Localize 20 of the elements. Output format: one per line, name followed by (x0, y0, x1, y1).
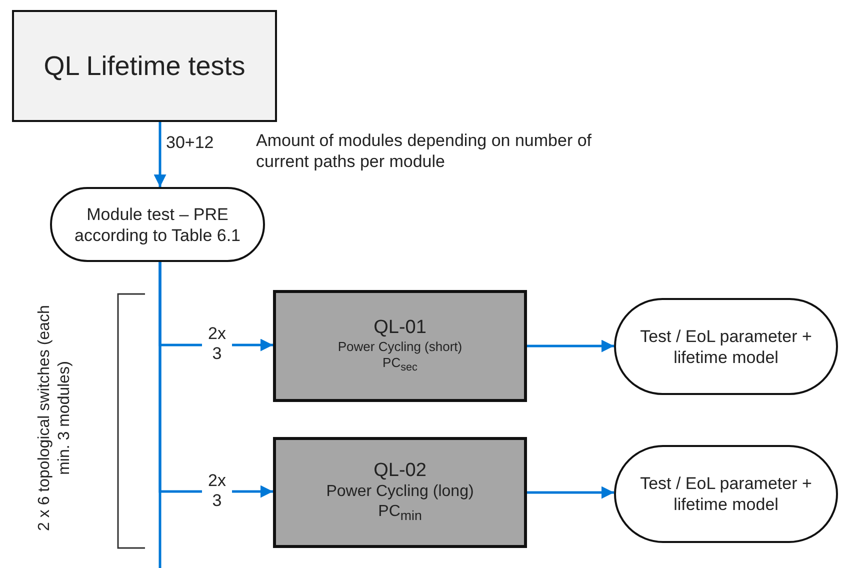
arrow (154, 122, 166, 187)
node-text: Module test – PRE according to Table 6.1 (73, 204, 242, 246)
process-box (12, 10, 277, 122)
node-text: Test / EoL parameter + lifetime model (639, 473, 813, 515)
bracket-label: 2 x 6 topological switches (each min. 3 modules) (35, 304, 74, 533)
edge-label: 30+12 (166, 132, 214, 153)
arrow (527, 340, 614, 352)
node-title: QL-01 (374, 316, 426, 340)
node-text: QL Lifetime tests (44, 50, 246, 82)
node-text: Test / EoL parameter + lifetime model (639, 326, 813, 368)
node-title: QL-02 (374, 458, 426, 482)
node-symbol: PC$_{min}$ (378, 502, 422, 526)
node-subtitle: Power Cycling (long) (326, 482, 474, 502)
note-text: Amount of modules depending on number of current paths per module (256, 130, 593, 172)
arrow (527, 486, 614, 499)
connector-line (158, 262, 162, 568)
process-box (273, 437, 527, 548)
node-symbol: PC$_{sec}$ (382, 355, 418, 376)
node-subtitle: Power Cycling (short) (338, 339, 462, 356)
process-box (273, 290, 527, 402)
